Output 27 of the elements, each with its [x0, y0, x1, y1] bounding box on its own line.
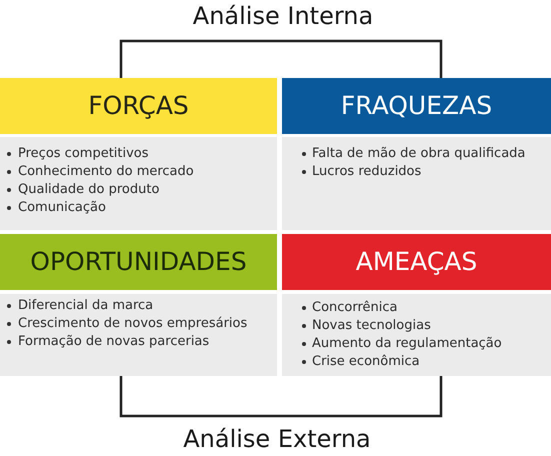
heading-text: FORÇAS — [88, 91, 189, 121]
header-band — [0, 78, 277, 134]
section-label: Análise Interna — [192, 2, 374, 30]
list-item-text: Crescimento de novos empresários — [18, 316, 248, 332]
section-label: Análise Externa — [183, 425, 371, 453]
heading-text: OPORTUNIDADES — [30, 247, 247, 277]
list-item-text: Crise econômica — [312, 354, 420, 370]
list-item-text: Conhecimento do mercado — [18, 164, 194, 180]
list-item-text: Concorrênica — [312, 300, 398, 316]
header-band — [282, 234, 551, 290]
list-panel — [282, 294, 551, 376]
heading-text: FRAQUEZAS — [340, 91, 492, 121]
header-band — [282, 78, 551, 134]
list-item-text: Novas tecnologias — [312, 318, 431, 334]
list-panel — [282, 137, 551, 230]
list-item-text: Falta de mão de obra qualificada — [312, 146, 526, 162]
list-item-text: Preços competitivos — [18, 146, 149, 162]
list-item-text: Qualidade do produto — [18, 182, 160, 198]
list-panel — [0, 294, 277, 376]
list-panel — [0, 137, 277, 230]
list-item-text: Formação de novas parcerias — [18, 334, 210, 350]
heading-text: AMEAÇAS — [356, 247, 478, 277]
list-item-text: Comunicação — [18, 200, 106, 216]
list-item-text: Aumento da regulamentação — [312, 336, 502, 352]
header-band — [0, 234, 277, 290]
list-item-text: Lucros reduzidos — [312, 164, 422, 180]
list-item-text: Diferencial da marca — [18, 298, 154, 314]
